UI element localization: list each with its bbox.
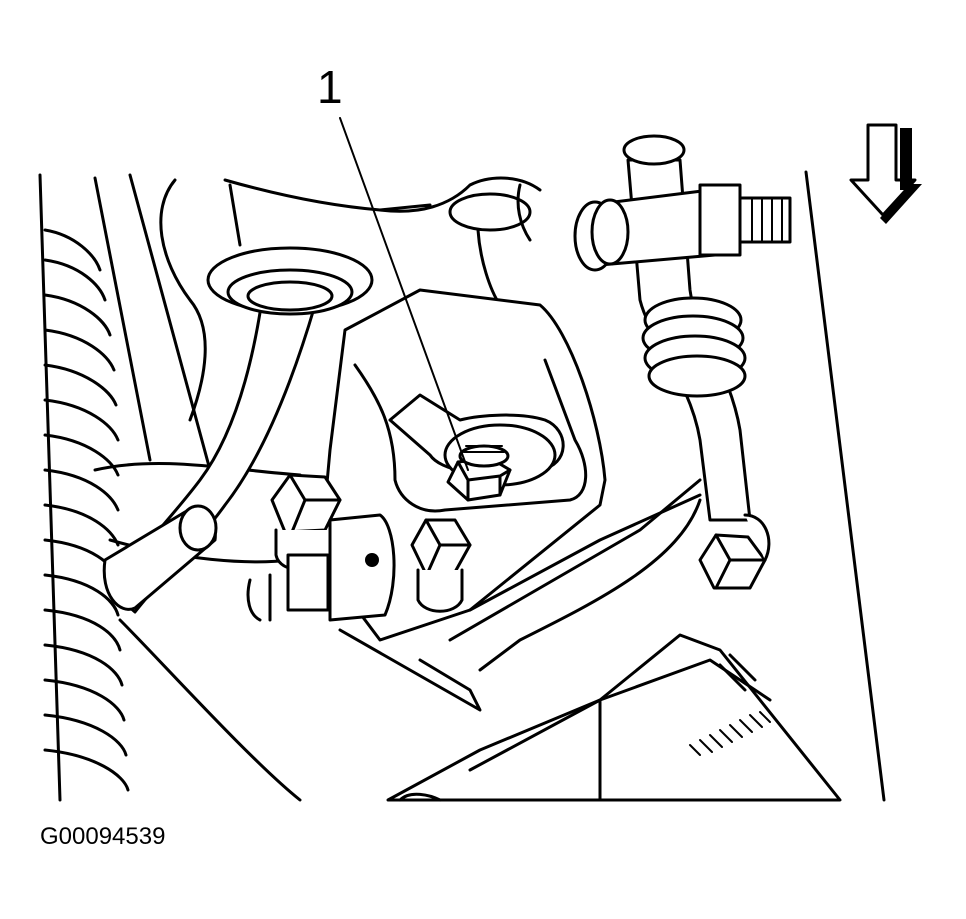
down-arrow-icon — [849, 123, 922, 224]
engine-block-outline — [159, 176, 542, 422]
boundary-line — [804, 170, 886, 802]
threaded-stud — [573, 183, 792, 272]
hex-bolt-lower-right — [698, 513, 771, 590]
bracket-bolt — [446, 444, 512, 502]
upper-fitting — [448, 192, 532, 232]
hex-bolt-center — [410, 518, 472, 613]
coolant-pipe-left — [102, 246, 374, 614]
hex-bolt-left — [246, 473, 396, 622]
callout-leader-line — [339, 117, 469, 471]
control-module — [386, 633, 842, 802]
figure-id: G00094539 — [40, 823, 166, 850]
callout-label: 1 — [317, 61, 343, 113]
wiring-conduit — [38, 173, 302, 802]
